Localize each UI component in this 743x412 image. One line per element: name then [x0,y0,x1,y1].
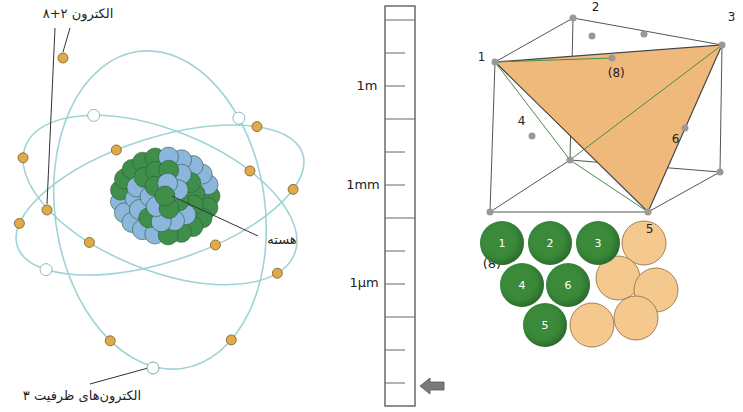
cube [490,18,722,212]
pointer-arrow [420,378,444,394]
lattice-point [487,15,726,216]
tetrahedron-edge [495,45,722,212]
electron [40,264,52,276]
packing-sphere: 6 [546,263,590,307]
scale-tick [385,152,405,153]
leader-line [47,28,258,384]
sphere-number: 5 [542,319,549,332]
electron [84,237,94,247]
electron [105,336,115,346]
electron [233,112,245,124]
scale-tick [385,383,405,384]
part-label: الکترون‌های ظرفیت ۳ [23,389,141,403]
part-label: الکترون ۲+۸ [43,7,114,21]
scale-tick [385,20,415,383]
scale-tick [385,218,415,219]
packing-sphere: 3 [576,221,620,265]
scale-tick [385,119,415,120]
scale-label: 1μm [349,276,378,290]
part-label: هسته [267,233,296,247]
scale-tick [385,350,405,351]
electron [252,122,262,132]
scale-label: 1m [357,79,378,93]
nucleus [110,147,220,245]
electron [272,268,282,278]
electron [226,335,236,345]
electron [111,145,121,155]
tetrahedron-face [495,45,722,212]
orbit [0,37,322,383]
electron [88,109,100,121]
sphere-number: 1 [499,237,506,250]
valence-electron [147,362,159,374]
electron [14,109,298,345]
electron [210,240,220,250]
sphere-number: 4 [519,279,526,292]
scale-label: 1mm [346,178,380,192]
callout-number: 2 [592,1,600,14]
electron [42,205,52,215]
scale-tick [385,20,415,21]
electron [18,153,28,163]
packing-sphere: 1 [480,221,524,265]
scale-tick [385,86,405,87]
callout-number: (8) [608,67,625,80]
callout-number: 1 [478,51,486,64]
sphere-number: 6 [565,279,572,292]
callout-number: 4 [518,115,526,128]
sphere-number: 3 [595,237,602,250]
scale-tick [385,284,405,285]
electron [245,166,255,176]
electron [288,184,298,194]
packing-sphere: 5 [523,303,567,347]
electron [14,218,24,228]
scale-tick [385,53,405,54]
scale-tick [385,251,405,252]
sphere-number: 2 [547,237,554,250]
scale-bar [385,6,415,406]
electron [58,53,68,63]
scale-tick [385,185,405,186]
scale-tick [385,317,415,318]
callout-number: 6 [672,133,680,146]
callout-number: 3 [728,11,736,24]
packing-sphere: 2 [528,221,572,265]
packing-sphere: 4 [500,263,544,307]
callout-number: 5 [646,223,654,236]
